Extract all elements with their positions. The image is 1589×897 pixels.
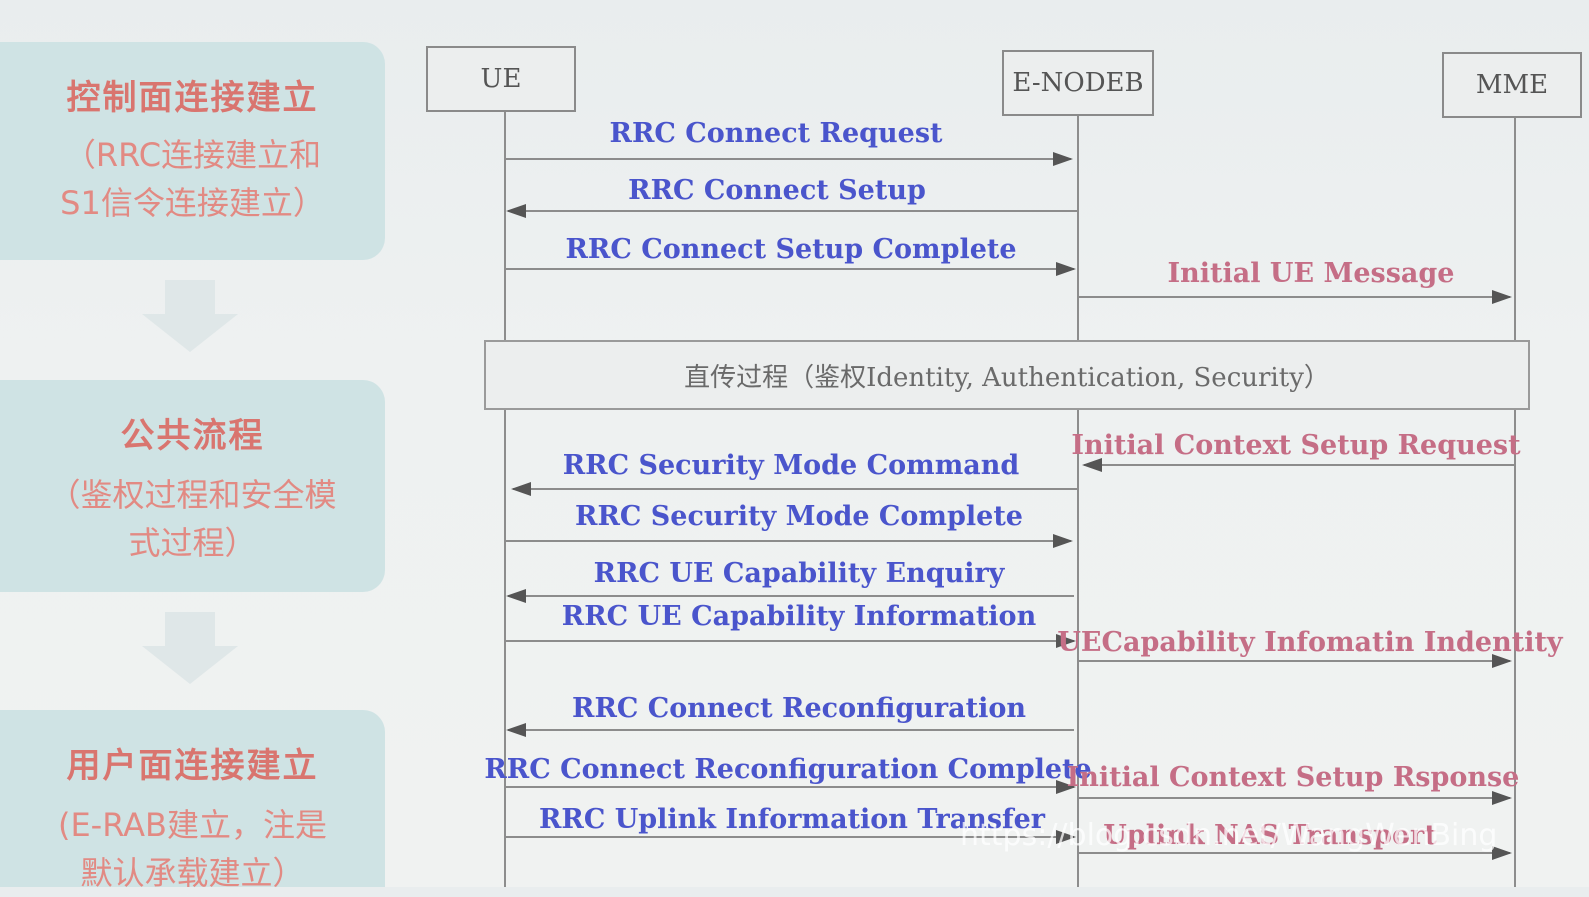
msg-rrc-connect-setup-complete: RRC Connect Setup Complete <box>565 234 1017 265</box>
msg-rrc-connect-reconfiguration-complete: RRC Connect Reconfiguration Complete <box>484 754 1092 785</box>
down-arrow-icon <box>140 612 240 684</box>
lifeline-ue <box>504 112 506 340</box>
phase-user-plane: 用户面连接建立 (E-RAB建立，注是 默认承载建立） <box>0 710 385 892</box>
msg-rrc-ue-capability-enquiry: RRC UE Capability Enquiry <box>593 558 1005 589</box>
arrow-left <box>506 589 1074 603</box>
arrow-right <box>1078 654 1512 668</box>
msg-rrc-connect-reconfiguration: RRC Connect Reconfiguration <box>572 693 1026 724</box>
msg-initial-ue-message: Initial UE Message <box>1167 258 1455 289</box>
arrow-right <box>505 534 1073 548</box>
node-mme: MME <box>1442 52 1582 118</box>
phase-subtitle: (E-RAB建立，注是 <box>57 806 328 844</box>
arrow-right <box>505 634 1076 648</box>
msg-uplink-nas-transport: Uplink NAS Transport <box>1103 820 1437 851</box>
msg-rrc-security-mode-command: RRC Security Mode Command <box>562 450 1020 481</box>
arrow-left <box>1082 458 1514 472</box>
phase-subtitle: （鉴权过程和安全模 <box>48 476 337 514</box>
arrow-right <box>1078 290 1512 304</box>
node-ue: UE <box>426 46 576 112</box>
msg-rrc-ue-capability-information: RRC UE Capability Information <box>561 601 1037 632</box>
arrow-right <box>505 262 1076 276</box>
direct-transfer-band: 直传过程（鉴权Identity, Authentication, Securit… <box>484 340 1530 410</box>
arrow-right <box>1078 791 1512 805</box>
msg-rrc-connect-request: RRC Connect Request <box>609 118 943 149</box>
arrow-right <box>505 780 1076 794</box>
down-arrow-icon <box>140 280 240 352</box>
phase-title: 公共流程 <box>120 416 265 456</box>
phase-subtitle: 式过程） <box>128 524 257 562</box>
phase-subtitle: 默认承载建立） <box>80 854 305 892</box>
lifeline-enodeb <box>1077 410 1079 887</box>
node-enodeb: E-NODEB <box>1002 50 1154 116</box>
arrow-left <box>511 482 1077 496</box>
watermark: https://blog.csdn.net/WangWenBing <box>960 818 1498 853</box>
lifeline-mme <box>1514 118 1516 340</box>
lifeline-enodeb <box>1077 116 1079 340</box>
phase-subtitle: （RRC连接建立和 <box>63 136 322 174</box>
phase-subtitle: S1信令连接建立） <box>60 184 325 222</box>
arrow-right <box>505 830 1076 844</box>
lifeline-ue <box>504 410 506 887</box>
arrow-right <box>505 152 1073 166</box>
arrow-left <box>506 204 1077 218</box>
phase-control-plane: 控制面连接建立 （RRC连接建立和 S1信令连接建立） <box>0 42 385 260</box>
lifeline-mme <box>1514 410 1516 887</box>
msg-rrc-uplink-information-transfer: RRC Uplink Information Transfer <box>538 804 1046 835</box>
msg-uecapability-info-indication: UECapability Infomatin Indentity <box>1057 627 1563 658</box>
msg-initial-context-setup-response: Initial Context Setup Rsponse <box>1066 762 1520 793</box>
msg-initial-context-setup-request: Initial Context Setup Request <box>1071 430 1521 461</box>
phase-title: 控制面连接建立 <box>66 78 319 118</box>
msg-rrc-security-mode-complete: RRC Security Mode Complete <box>575 501 1023 532</box>
arrow-right <box>1078 846 1512 860</box>
msg-rrc-connect-setup: RRC Connect Setup <box>628 175 926 206</box>
phase-common-procedure: 公共流程 （鉴权过程和安全模 式过程） <box>0 380 385 592</box>
arrow-left <box>506 723 1074 737</box>
phase-title: 用户面连接建立 <box>66 746 319 786</box>
